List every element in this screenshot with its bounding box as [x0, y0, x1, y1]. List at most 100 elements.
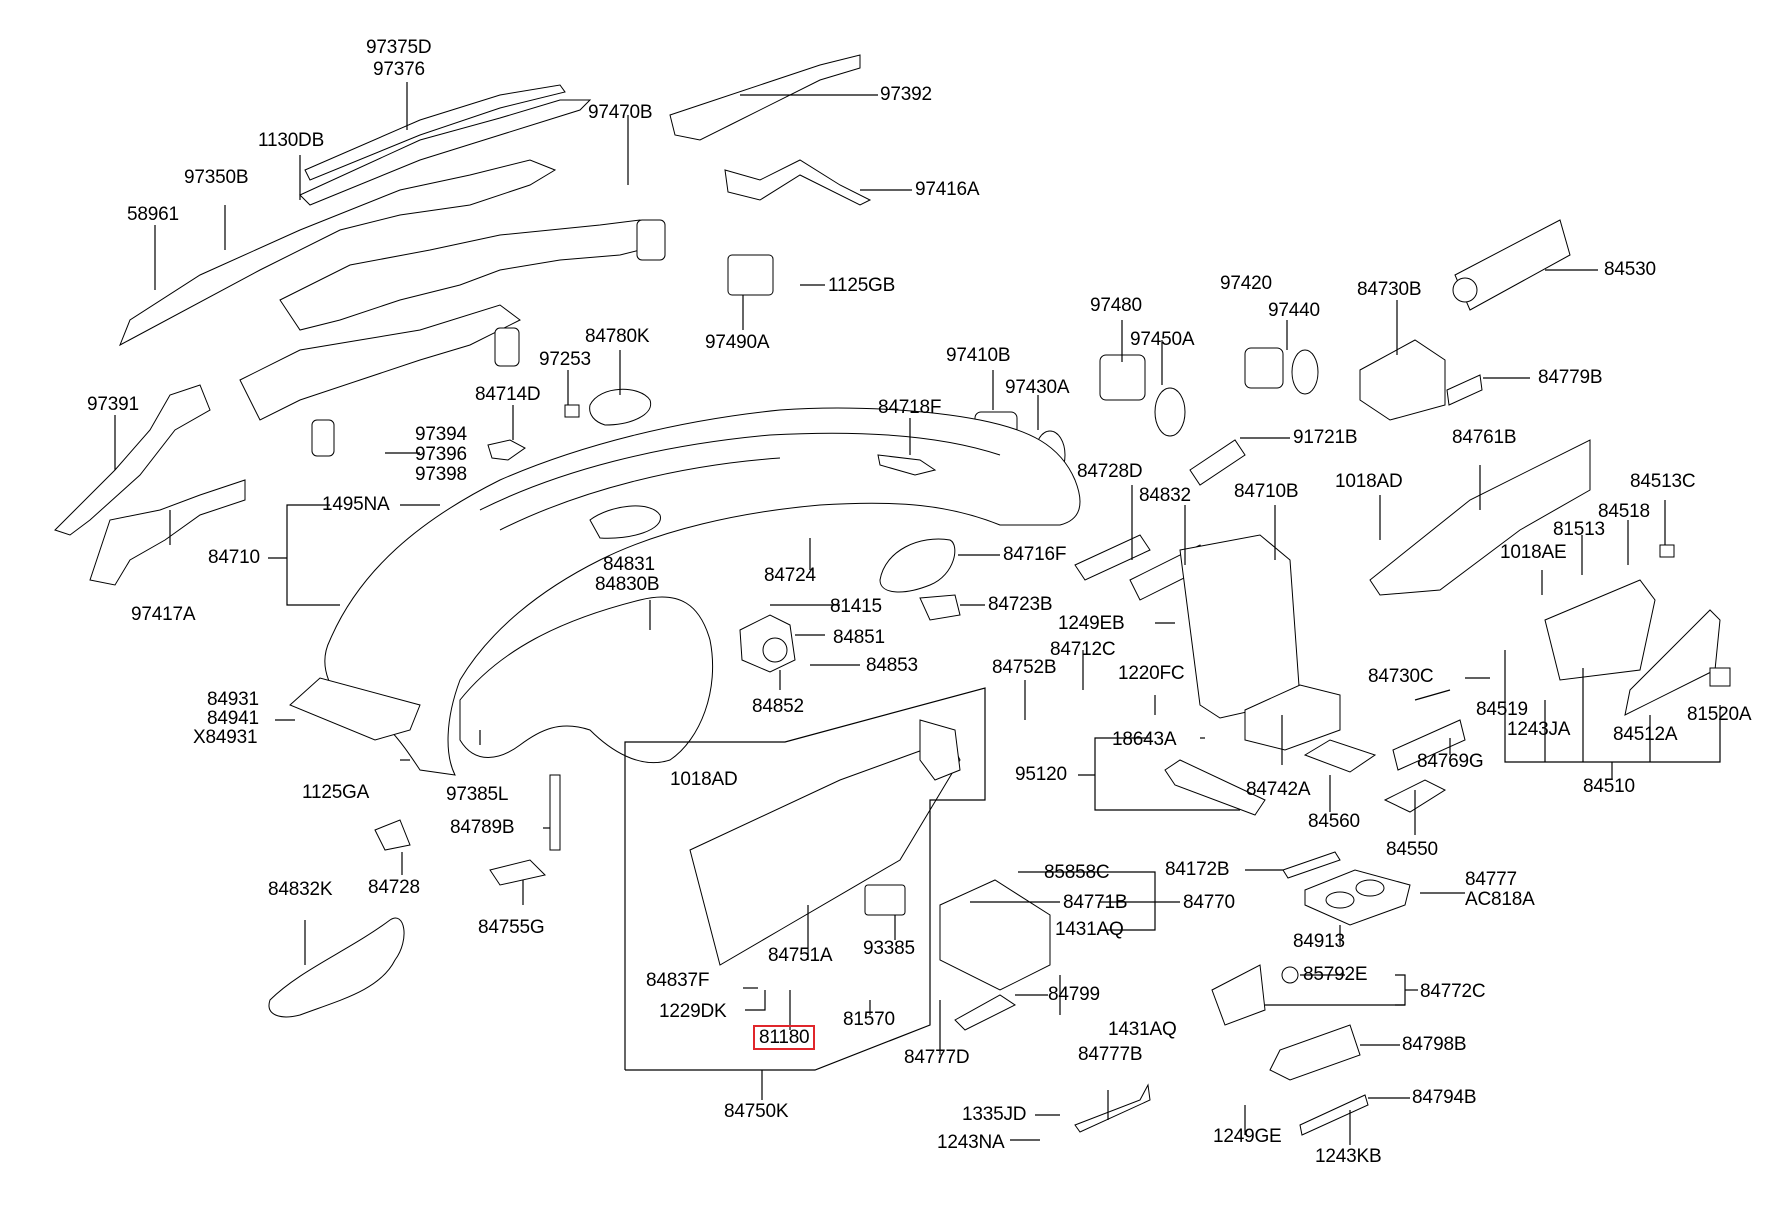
- part-label[interactable]: 18643A: [1112, 729, 1177, 750]
- part-label[interactable]: 84779B: [1538, 367, 1603, 388]
- part-label[interactable]: 97385L: [446, 784, 509, 805]
- part-label[interactable]: 97420: [1220, 273, 1272, 294]
- part-label[interactable]: 84723B: [988, 594, 1053, 615]
- part-label[interactable]: 84789B: [450, 817, 515, 838]
- part-label[interactable]: X84931: [193, 727, 258, 748]
- part-label[interactable]: 84730C: [1368, 666, 1434, 687]
- part-label[interactable]: 84794B: [1412, 1087, 1477, 1108]
- part-label[interactable]: 84851: [833, 627, 885, 648]
- part-label[interactable]: 97470B: [588, 102, 653, 123]
- part-label[interactable]: 84913: [1293, 931, 1345, 952]
- part-label[interactable]: 84172B: [1165, 859, 1230, 880]
- part-label[interactable]: 84770: [1183, 892, 1235, 913]
- part-label[interactable]: 84853: [866, 655, 918, 676]
- part-label[interactable]: 84941: [207, 708, 259, 729]
- part-label[interactable]: 84852: [752, 696, 804, 717]
- part-label[interactable]: 84730B: [1357, 279, 1422, 300]
- part-label[interactable]: 97490A: [705, 332, 770, 353]
- part-label[interactable]: 1431AQ: [1055, 919, 1124, 940]
- part-label[interactable]: 84750K: [724, 1101, 789, 1122]
- part-label[interactable]: 97350B: [184, 167, 249, 188]
- part-label[interactable]: 84550: [1386, 839, 1438, 860]
- part-label[interactable]: 97253: [539, 349, 591, 370]
- part-label[interactable]: AC818A: [1465, 889, 1535, 910]
- part-label[interactable]: 1431AQ: [1108, 1019, 1177, 1040]
- part-label[interactable]: 84518: [1598, 501, 1650, 522]
- part-label[interactable]: 84769G: [1417, 751, 1484, 772]
- part-label[interactable]: 97391: [87, 394, 139, 415]
- part-label[interactable]: 84752B: [992, 657, 1057, 678]
- part-label[interactable]: 84931: [207, 689, 259, 710]
- part-label[interactable]: 84761B: [1452, 427, 1517, 448]
- part-label[interactable]: 84777B: [1078, 1044, 1143, 1065]
- part-label[interactable]: 97398: [415, 464, 467, 485]
- part-label[interactable]: 58961: [127, 204, 179, 225]
- part-label[interactable]: 81520A: [1687, 704, 1752, 725]
- part-label[interactable]: 1243JA: [1507, 719, 1571, 740]
- part-label[interactable]: 97375D: [366, 37, 432, 58]
- part-label[interactable]: 85792E: [1303, 964, 1368, 985]
- part-label[interactable]: 97396: [415, 444, 467, 465]
- part-label[interactable]: 97416A: [915, 179, 980, 200]
- part-label[interactable]: 1243KB: [1315, 1146, 1382, 1167]
- part-label[interactable]: 84832K: [268, 879, 333, 900]
- part-label[interactable]: 84710: [208, 547, 260, 568]
- part-label[interactable]: 1220FC: [1118, 663, 1185, 684]
- part-label[interactable]: 84512A: [1613, 724, 1678, 745]
- part-label[interactable]: 84718F: [878, 397, 942, 418]
- part-label[interactable]: 97394: [415, 424, 467, 445]
- part-label[interactable]: 1018AD: [1335, 471, 1403, 492]
- part-label[interactable]: 84560: [1308, 811, 1360, 832]
- part-label[interactable]: 84777: [1465, 869, 1517, 890]
- part-label[interactable]: 97430A: [1005, 377, 1070, 398]
- part-label[interactable]: 84742A: [1246, 779, 1311, 800]
- part-label[interactable]: 1249GE: [1213, 1126, 1282, 1147]
- part-label[interactable]: 84772C: [1420, 981, 1486, 1002]
- part-label[interactable]: 84755G: [478, 917, 545, 938]
- part-label[interactable]: 84724: [764, 565, 816, 586]
- part-label[interactable]: 97410B: [946, 345, 1011, 366]
- part-label[interactable]: 1229DK: [659, 1001, 727, 1022]
- part-label[interactable]: 84728: [368, 877, 420, 898]
- part-label[interactable]: 84716F: [1003, 544, 1067, 565]
- part-label[interactable]: 81570: [843, 1009, 895, 1030]
- part-label[interactable]: 84830B: [595, 574, 660, 595]
- part-label[interactable]: 84837F: [646, 970, 710, 991]
- part-label[interactable]: 1335JD: [962, 1104, 1027, 1125]
- part-label[interactable]: 81415: [830, 596, 882, 617]
- highlighted-part-label[interactable]: 81180: [753, 1025, 816, 1050]
- part-label[interactable]: 84513C: [1630, 471, 1696, 492]
- part-label[interactable]: 84780K: [585, 326, 650, 347]
- part-label[interactable]: 84712C: [1050, 639, 1116, 660]
- part-label[interactable]: 84728D: [1077, 461, 1143, 482]
- part-label[interactable]: 97450A: [1130, 329, 1195, 350]
- part-label[interactable]: 84832: [1139, 485, 1191, 506]
- part-label[interactable]: 97376: [373, 59, 425, 80]
- part-label[interactable]: 97417A: [131, 604, 196, 625]
- part-label[interactable]: 1495NA: [322, 494, 390, 515]
- part-label[interactable]: 84710B: [1234, 481, 1299, 502]
- part-label[interactable]: 93385: [863, 938, 915, 959]
- part-label[interactable]: 95120: [1015, 764, 1067, 785]
- part-label[interactable]: 84751A: [768, 945, 833, 966]
- part-label[interactable]: 1018AE: [1500, 542, 1567, 563]
- part-label[interactable]: 97392: [880, 84, 932, 105]
- part-label[interactable]: 1125GA: [302, 782, 370, 803]
- part-label[interactable]: 84530: [1604, 259, 1656, 280]
- part-label[interactable]: 1130DB: [258, 130, 325, 151]
- part-label[interactable]: 84714D: [475, 384, 541, 405]
- part-label[interactable]: 1249EB: [1058, 613, 1125, 634]
- part-label[interactable]: 84519: [1476, 699, 1528, 720]
- part-label[interactable]: 1018AD: [670, 769, 738, 790]
- part-label[interactable]: 81513: [1553, 519, 1605, 540]
- part-label[interactable]: 91721B: [1293, 427, 1358, 448]
- part-label[interactable]: 84777D: [904, 1047, 970, 1068]
- part-label[interactable]: 97440: [1268, 300, 1320, 321]
- part-label[interactable]: 84798B: [1402, 1034, 1467, 1055]
- part-label[interactable]: 97480: [1090, 295, 1142, 316]
- part-label[interactable]: 84831: [603, 554, 655, 575]
- part-label[interactable]: 85858C: [1044, 862, 1110, 883]
- part-label[interactable]: 84771B: [1063, 892, 1128, 913]
- part-label[interactable]: 1243NA: [937, 1132, 1005, 1153]
- part-label[interactable]: 84510: [1583, 776, 1635, 797]
